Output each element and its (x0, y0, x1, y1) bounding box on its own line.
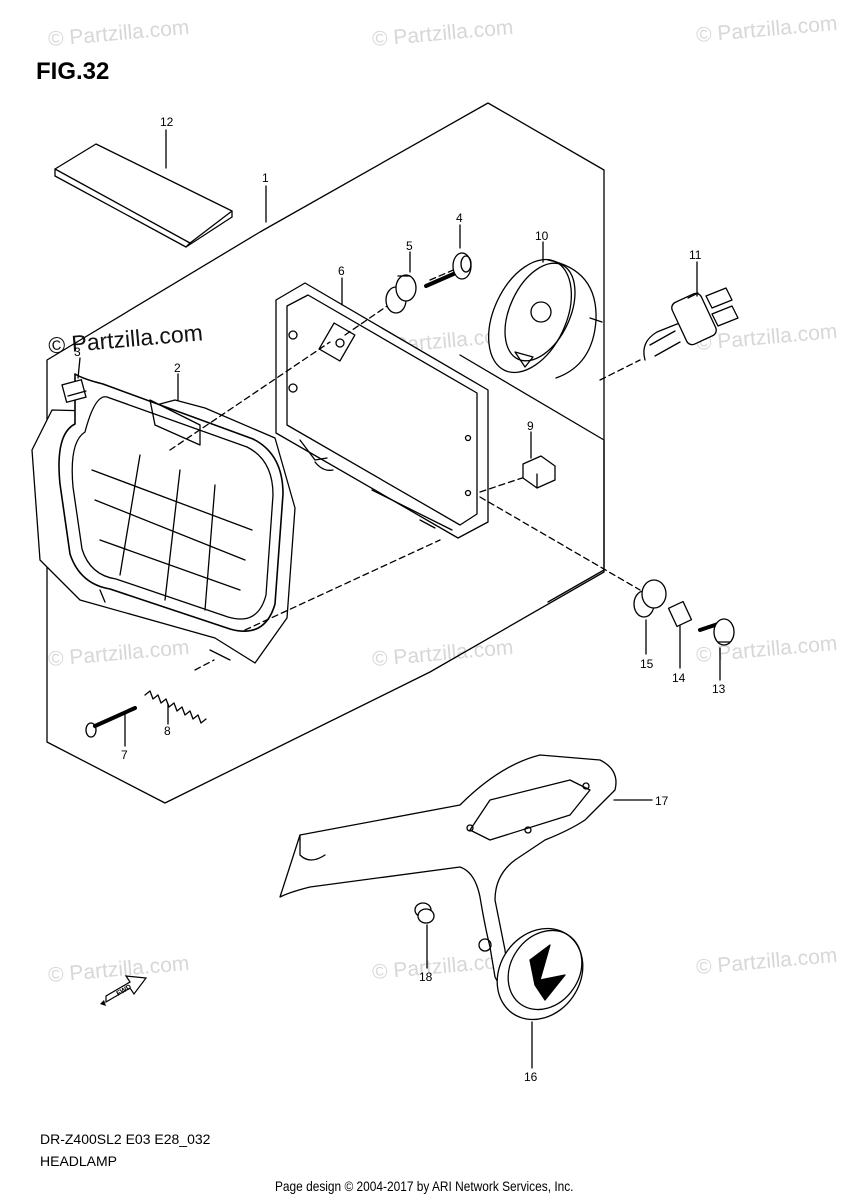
callout-18: 18 (419, 970, 433, 984)
spring-part-8 (144, 690, 207, 724)
figure-title: FIG.32 (36, 58, 110, 85)
grommet-part-15 (633, 579, 667, 618)
nut-part-9 (522, 455, 556, 489)
headlamp-unit (31, 373, 296, 664)
reflector (496, 927, 584, 1021)
callout-10: 10 (535, 229, 549, 243)
callout-8: 8 (164, 724, 171, 738)
callout-15: 15 (640, 657, 654, 671)
credit-line: Page design © 2004-2017 by ARI Network S… (275, 1178, 574, 1194)
callout-5: 5 (406, 239, 413, 253)
callout-16: 16 (524, 1070, 538, 1084)
adjust-screw-part-7 (85, 706, 137, 738)
callout-12: 12 (160, 115, 174, 129)
callout-1: 1 (262, 171, 269, 185)
label-plate (54, 143, 233, 244)
nut-part-18 (414, 902, 435, 924)
grommet-part-5 (385, 274, 417, 314)
socket-cover (488, 258, 603, 379)
section-name: HEADLAMP (40, 1153, 118, 1169)
callout-9: 9 (527, 419, 534, 433)
fwd-label: FWD (116, 984, 133, 998)
model-code: DR-Z400SL2 E03 E28_032 (40, 1131, 211, 1147)
callout-17: 17 (655, 794, 669, 808)
callout-4: 4 (456, 211, 463, 225)
callout-14: 14 (672, 671, 686, 685)
fwd-arrow-icon: FWD (100, 975, 148, 1006)
headlamp-rim (275, 282, 489, 539)
bulb (643, 287, 739, 361)
callout-6: 6 (338, 264, 345, 278)
callout-2: 2 (174, 361, 181, 375)
collar-part-14 (667, 600, 693, 628)
clip-part-3 (61, 379, 87, 403)
screw-part-4 (424, 252, 472, 288)
assembly-outline-notch (459, 354, 605, 603)
assembly-outline (46, 102, 605, 804)
callout-3: 3 (74, 345, 81, 359)
callout-7: 7 (121, 748, 128, 762)
bolt-part-13 (698, 618, 735, 646)
callout-13: 13 (712, 682, 726, 696)
callout-11: 11 (689, 248, 702, 262)
